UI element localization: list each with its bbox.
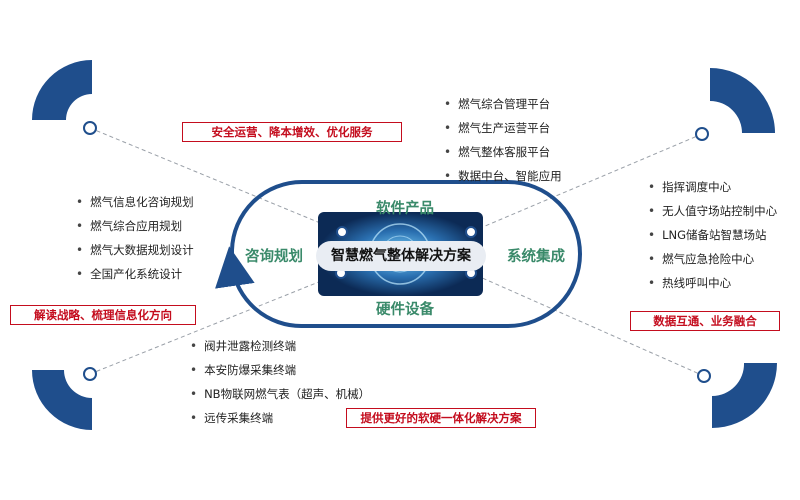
section-integration: 系统集成 [507,249,565,265]
corner-dot-top-right [695,127,709,141]
highlight-top: 安全运营、降本增效、优化服务 [182,122,402,142]
corner-arc-bottom-left [32,370,92,430]
connector-top-left [89,127,343,233]
list-item: 燃气应急抢险中心 [648,247,777,271]
software-list: 燃气综合管理平台 燃气生产运营平台 燃气整体客服平台 数据中台、智能应用 [444,92,562,188]
section-software: 软件产品 [376,201,434,217]
corner-dot-top-left [83,121,97,135]
list-item: 燃气整体客服平台 [444,140,562,164]
list-item: 燃气综合应用规划 [76,214,194,238]
list-item: 燃气信息化咨询规划 [76,190,194,214]
highlight-left: 解读战略、梳理信息化方向 [10,305,196,325]
section-consulting: 咨询规划 [245,249,303,265]
hardware-list: 阀井泄露检测终端 本安防爆采集终端 NB物联网燃气表（超声、机械） 远传采集终端 [190,334,370,430]
consulting-list: 燃气信息化咨询规划 燃气综合应用规划 燃气大数据规划设计 全国产化系统设计 [76,190,194,286]
list-item: NB物联网燃气表（超声、机械） [190,382,370,406]
corner-arc-bottom-right [712,363,777,428]
list-item: LNG储备站智慧场站 [648,223,777,247]
list-item: 全国产化系统设计 [76,262,194,286]
integration-list: 指挥调度中心 无人值守场站控制中心 LNG储备站智慧场站 燃气应急抢险中心 热线… [648,175,777,295]
inner-dot-top-right [465,226,477,238]
list-item: 本安防爆采集终端 [190,358,370,382]
highlight-right: 数据互通、业务融合 [630,311,780,331]
connector-bottom-right [470,272,705,377]
list-item: 指挥调度中心 [648,175,777,199]
corner-arc-top-right [710,68,775,133]
list-item: 燃气大数据规划设计 [76,238,194,262]
list-item: 无人值守场站控制中心 [648,199,777,223]
list-item: 远传采集终端 [190,406,370,430]
list-item: 阀井泄露检测终端 [190,334,370,358]
corner-dot-bottom-right [697,369,711,383]
section-hardware: 硬件设备 [376,302,434,318]
list-item: 燃气生产运营平台 [444,116,562,140]
list-item: 燃气综合管理平台 [444,92,562,116]
highlight-bottom: 提供更好的软硬一体化解决方案 [346,408,536,428]
loop-track [215,180,583,329]
connector-bottom-left [89,272,342,375]
list-item: 数据中台、智能应用 [444,164,562,188]
corner-dot-bottom-left [83,367,97,381]
inner-dot-top-left [336,226,348,238]
corner-arc-top-left [32,60,92,120]
center-title: 智慧燃气整体解决方案 [316,241,486,271]
list-item: 热线呼叫中心 [648,271,777,295]
